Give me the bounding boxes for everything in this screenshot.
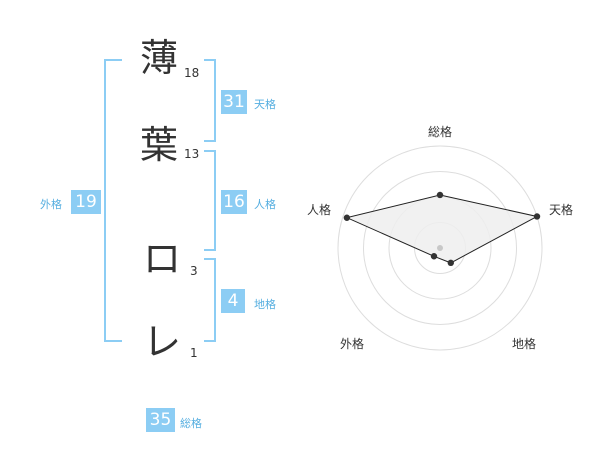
radar-label-tenkaku: 天格 — [549, 203, 574, 217]
chikaku-label: 地格 — [254, 298, 276, 311]
jinkaku-bracket — [204, 150, 216, 251]
gaikaku-bracket — [104, 59, 122, 342]
jinkaku-badge: 16 — [221, 190, 247, 214]
tenkaku-bracket — [204, 59, 216, 142]
name-char-4: レ — [143, 320, 182, 364]
gaikaku-badge: 19 — [71, 190, 101, 214]
stroke-count-4: 1 — [190, 346, 198, 360]
radar-center — [437, 245, 443, 251]
radar-ring — [363, 171, 517, 325]
radar-point-5 — [343, 214, 351, 221]
tenkaku-badge: 31 — [221, 90, 247, 114]
name-char-1: 薄 — [140, 36, 179, 80]
chikaku-bracket — [204, 258, 216, 342]
radar-points — [343, 191, 541, 267]
radar-point-4 — [430, 253, 438, 260]
radar-point-1 — [436, 191, 444, 199]
name-char-2: 葉 — [140, 123, 179, 167]
radar-point-2 — [533, 213, 541, 220]
chikaku-badge: 4 — [221, 289, 245, 313]
radar-point-3 — [447, 259, 454, 267]
radar-label-jinkaku: 人格 — [307, 203, 332, 217]
radar-label-gaikaku: 外格 — [340, 337, 365, 351]
name-char-3: ロ — [143, 237, 182, 281]
radar-ring — [337, 145, 543, 351]
soukaku-label: 総格 — [180, 417, 202, 430]
soukaku-badge: 35 — [146, 408, 175, 432]
radar-polygon — [345, 194, 539, 264]
radar-label-soukaku: 総格 — [428, 125, 453, 139]
stroke-count-1: 18 — [184, 66, 200, 80]
radar-label-chikaku: 地格 — [512, 337, 537, 351]
stroke-count-3: 3 — [190, 264, 198, 278]
gaikaku-label: 外格 — [40, 198, 62, 211]
jinkaku-label: 人格 — [254, 198, 276, 211]
stroke-count-2: 13 — [184, 147, 200, 161]
tenkaku-label: 天格 — [254, 98, 276, 111]
